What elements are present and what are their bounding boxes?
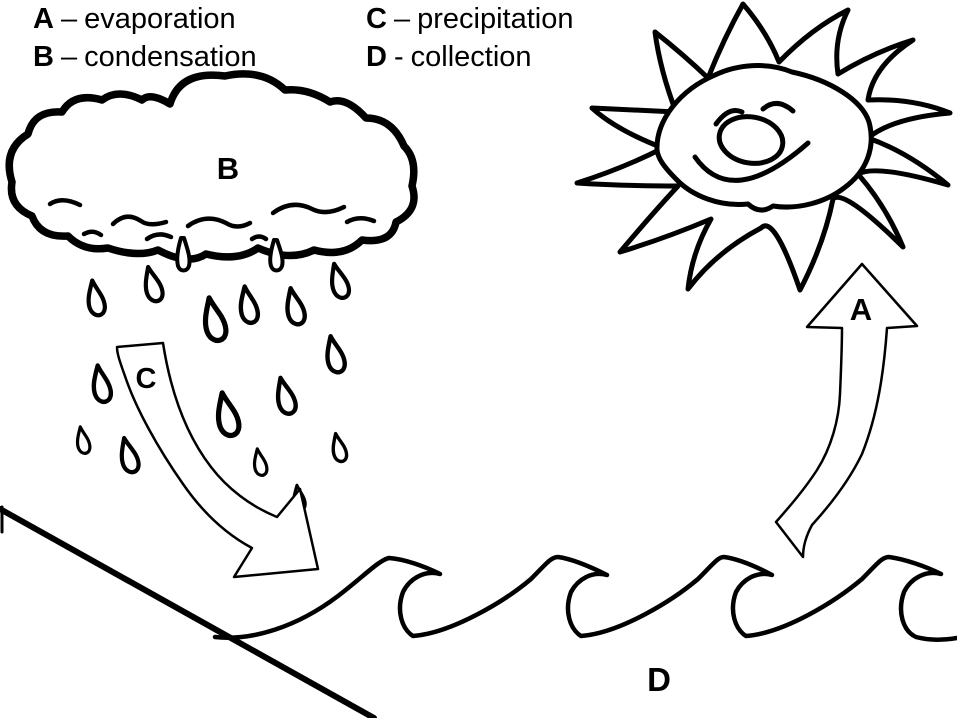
raindrop-icon [117,436,141,474]
hanging-drop-icon [175,236,192,273]
legend-term: precipitation [417,3,574,35]
raindrop-icon [273,376,298,416]
legend-letter: B [33,41,54,73]
legend-letter: A [33,3,54,35]
legend-item-precipitation: C–precipitation [366,3,573,36]
raindrop-icon [90,364,112,403]
raindrop-icon [141,265,165,303]
curved-down-arrow-icon [115,341,320,579]
legend-letter: C [366,3,387,35]
precipitation-arrow [115,341,320,579]
legend-term: collection [410,41,532,73]
raindrop-icon [328,430,350,465]
raindrop-icon [323,334,347,374]
legend-separator: - [393,41,404,73]
legend-letter: D [366,41,387,73]
sun-right-eye [760,101,796,114]
legend-item-collection: D-collection [366,41,532,74]
sun-icon [574,1,953,293]
raindrop-icon [283,286,307,326]
sun-left-eye [713,108,745,127]
cloud-label: B [217,151,239,186]
legend-item-condensation: B–condensation [33,41,257,74]
legend-separator: – [60,41,78,73]
legend-item-evaporation: A–evaporation [33,3,236,36]
evaporation-arrow-label: A [850,292,872,327]
raindrop-icon [213,391,241,438]
cloud-icon [5,70,418,273]
hanging-drop-icon [268,238,285,273]
shoreline-slope [0,506,377,718]
raindrop-icon [327,262,351,300]
raindrop-icon [200,296,228,343]
cloud-outline [5,70,418,263]
curved-up-arrow-icon [774,262,919,559]
legend-term: condensation [84,41,257,73]
sun-smile [692,140,811,183]
raindrop-icon [250,446,270,478]
raindrop-icon [237,285,259,324]
waves-icon [212,554,957,642]
sun-face-outline [654,63,874,213]
shoreline [0,505,377,718]
legend-separator: – [60,3,78,35]
raindrop-icon [73,424,93,456]
legend: A–evaporation B–condensation C–precipita… [0,0,957,84]
evaporation-arrow [774,262,919,559]
water-label: D [647,661,671,698]
legend-separator: – [393,3,411,35]
raindrop-icon [85,279,106,316]
precipitation-arrow-label: C [136,363,157,395]
sun-nose [716,114,786,166]
cloud-texture-lines [47,198,377,242]
legend-term: evaporation [84,3,236,35]
